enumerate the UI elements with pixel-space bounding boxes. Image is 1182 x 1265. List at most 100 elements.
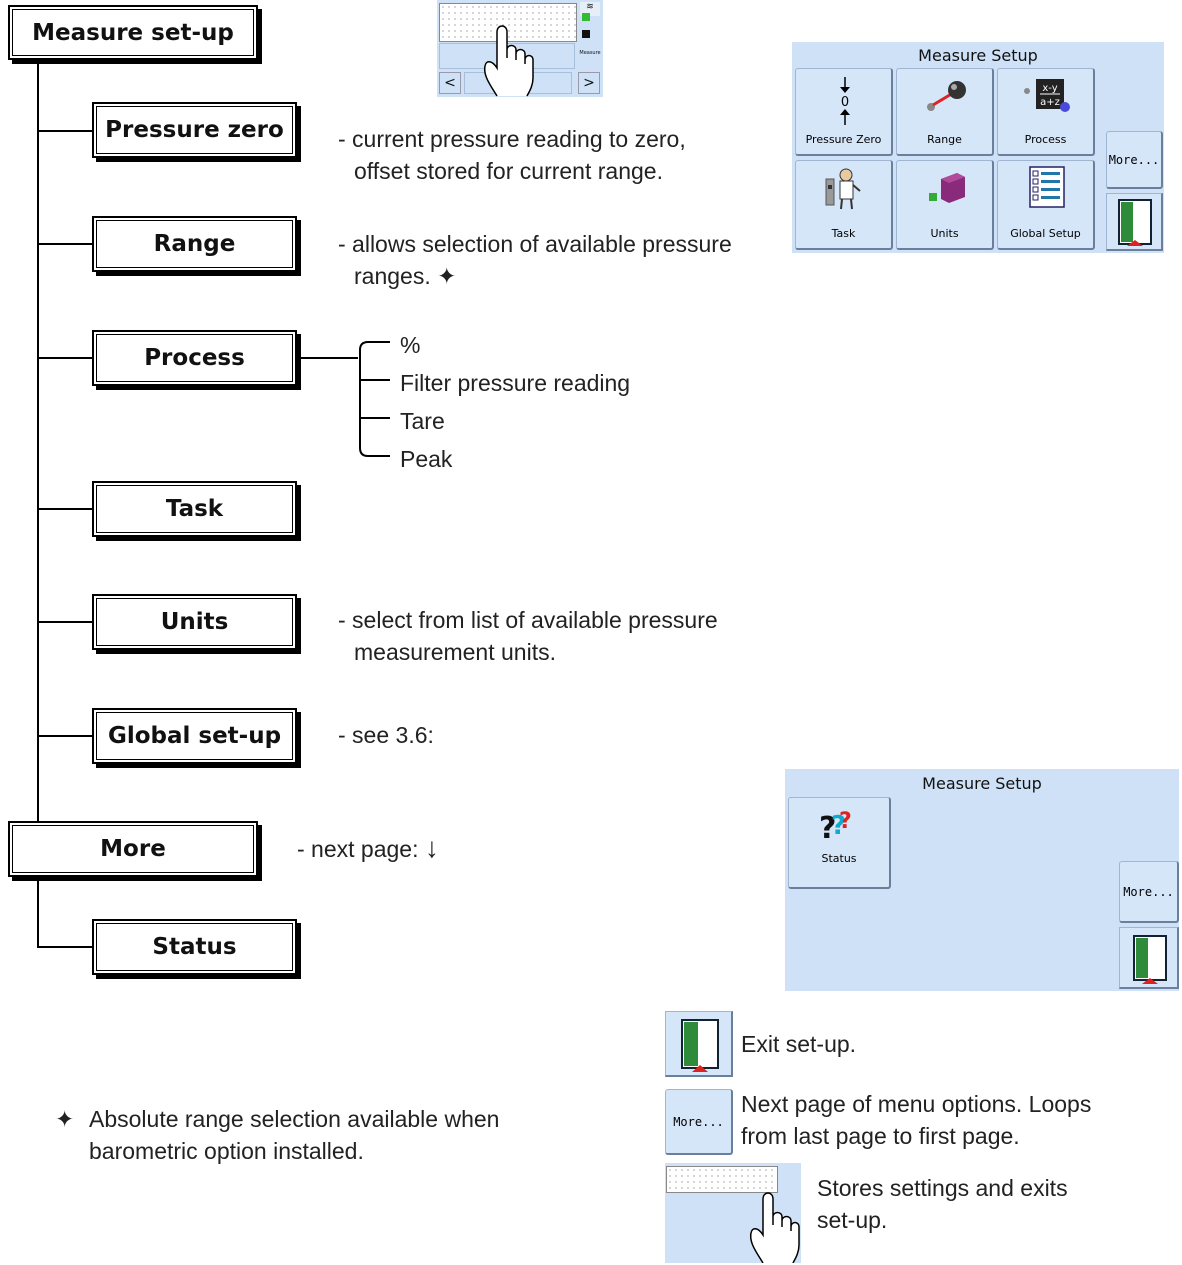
more-box[interactable]: More — [8, 821, 258, 877]
exit-door-icon — [1118, 199, 1152, 246]
screen2-status-label: Status — [821, 852, 857, 865]
screen1-global-setup-label: Global Setup — [1010, 227, 1081, 240]
footnote-line-2: barometric option installed. — [89, 1138, 364, 1164]
mini-screen: ≋ Measure < > — [437, 0, 603, 97]
screen1-units-label: Units — [930, 227, 959, 240]
screen1-exit-button[interactable] — [1106, 193, 1163, 251]
screen1-task-label: Task — [831, 227, 856, 240]
pressure-zero-box[interactable]: Pressure zero — [92, 102, 297, 158]
mini-right-arrow-button[interactable]: > — [578, 72, 600, 94]
screen2-exit-button[interactable] — [1119, 927, 1179, 989]
screen1-pressure-zero-button[interactable]: 0 Pressure Zero — [795, 68, 893, 156]
branch-status — [37, 946, 92, 948]
range-icon — [927, 81, 966, 111]
measure-setup-root-label: Measure set-up — [32, 19, 234, 46]
task-box[interactable]: Task — [92, 481, 297, 537]
screen2-title: Measure Setup — [922, 774, 1042, 793]
range-desc-line-2: ranges. — [354, 263, 431, 289]
global-setup-icon — [1029, 166, 1065, 208]
range-footnote-symbol: ✦ — [437, 263, 457, 289]
legend-store-icon — [665, 1163, 801, 1263]
legend-store-text: Stores settings and exits set-up. — [817, 1172, 1068, 1236]
exit-door-icon — [1133, 935, 1167, 984]
process-icon-text-bottom: a+z — [1040, 97, 1060, 108]
svg-text:?: ? — [831, 811, 846, 841]
pointing-hand-icon — [483, 25, 534, 97]
pressure-zero-desc-line-2: offset stored for current range. — [354, 158, 663, 184]
tree-trunk-line-lower — [37, 880, 39, 947]
legend-more-text: Next page of menu options. Loops from la… — [741, 1088, 1091, 1152]
process-option-peak: Peak — [400, 446, 453, 472]
process-box[interactable]: Process — [92, 330, 297, 386]
branch-range — [37, 243, 92, 245]
measure-setup-screen-1: Measure Setup 0 Pressure Zero Range x-y … — [792, 42, 1164, 253]
branch-task — [37, 508, 92, 510]
exit-door-icon — [681, 1019, 719, 1072]
global-setup-desc-line: - see 3.6: — [338, 722, 434, 748]
units-label: Units — [160, 609, 229, 635]
legend-store-line-1: Stores settings and exits — [817, 1175, 1068, 1201]
process-option-percent: % — [400, 332, 421, 358]
task-icon — [825, 168, 861, 210]
footnote-line-1: Absolute range selection available when — [89, 1106, 500, 1132]
screen1-more-button[interactable]: More... — [1106, 131, 1163, 189]
process-label: Process — [144, 345, 245, 371]
process-options-list: % Filter pressure reading Tare Peak — [400, 326, 630, 478]
screen1-global-setup-button[interactable]: Global Setup — [997, 160, 1095, 250]
global-setup-label: Global set-up — [107, 723, 282, 749]
zero-glyph: 0 — [841, 95, 849, 110]
global-setup-description: - see 3.6: — [338, 719, 434, 751]
screen1-process-label: Process — [1024, 133, 1067, 146]
footnote-symbol: ✦ — [55, 1106, 75, 1132]
status-question-icon: ? ? ? — [819, 809, 852, 844]
process-option-tare: Tare — [400, 408, 445, 434]
screen1-range-button[interactable]: Range — [896, 68, 994, 156]
screen1-process-button[interactable]: x-y a+z Process — [997, 68, 1095, 156]
legend-more-icon: More... — [665, 1089, 733, 1155]
screen1-pressure-zero-label: Pressure Zero — [805, 133, 882, 146]
legend-store-line-2: set-up. — [817, 1207, 888, 1233]
svg-text:?: ? — [839, 809, 852, 834]
footnote: ✦ Absolute range selection available when… — [55, 1103, 499, 1167]
screen2-more-button[interactable]: More... — [1119, 861, 1179, 923]
measure-setup-screen-2: Measure Setup ? ? ? Status More... — [785, 769, 1179, 991]
branch-units — [37, 621, 92, 623]
down-arrow-icon: ↓ — [424, 832, 439, 863]
pressure-zero-desc-line-1: - current pressure reading to zero, — [338, 126, 686, 152]
process-icon-text-top: x-y — [1042, 83, 1057, 94]
process-option-filter: Filter pressure reading — [400, 370, 631, 396]
legend-dotted-field — [666, 1166, 778, 1193]
global-setup-box[interactable]: Global set-up — [92, 708, 297, 764]
units-box[interactable]: Units — [92, 594, 297, 650]
task-label: Task — [165, 496, 224, 522]
mini-left-arrow-button[interactable]: < — [439, 72, 461, 94]
range-desc-line-1: - allows selection of available pressure — [338, 231, 732, 257]
more-description: - next page: ↓ — [297, 832, 439, 865]
tree-trunk-line — [37, 60, 39, 822]
branch-process — [37, 357, 92, 359]
pressure-zero-icon: 0 — [840, 77, 850, 125]
svg-text:?: ? — [819, 811, 836, 844]
legend-more-line-2: from last page to first page. — [741, 1123, 1020, 1149]
legend-more-line-1: Next page of menu options. Loops — [741, 1091, 1092, 1117]
legend-exit-text: Exit set-up. — [741, 1031, 857, 1057]
range-box[interactable]: Range — [92, 216, 297, 272]
more-label: More — [100, 836, 166, 862]
mini-status-icon-3 — [582, 30, 590, 38]
legend-exit-icon-button — [665, 1011, 733, 1077]
mini-status-icon-1: ≋ — [580, 2, 600, 16]
screen1-units-button[interactable]: Units — [896, 160, 994, 250]
units-desc-line-2: measurement units. — [354, 639, 556, 665]
status-box[interactable]: Status — [92, 919, 297, 975]
mini-status-icon-2 — [582, 13, 590, 21]
process-icon: x-y a+z — [1024, 79, 1070, 112]
screen1-task-button[interactable]: Task — [795, 160, 893, 250]
units-icon — [929, 173, 965, 203]
screen1-range-label: Range — [927, 133, 962, 146]
measure-setup-root-box[interactable]: Measure set-up — [8, 5, 258, 60]
branch-pressure-zero — [37, 130, 92, 132]
screen2-status-button[interactable]: ? ? ? Status — [788, 797, 891, 889]
units-description: - select from list of available pressure… — [338, 604, 718, 668]
more-desc-text: - next page: — [297, 836, 419, 862]
pressure-zero-label: Pressure zero — [105, 117, 284, 143]
